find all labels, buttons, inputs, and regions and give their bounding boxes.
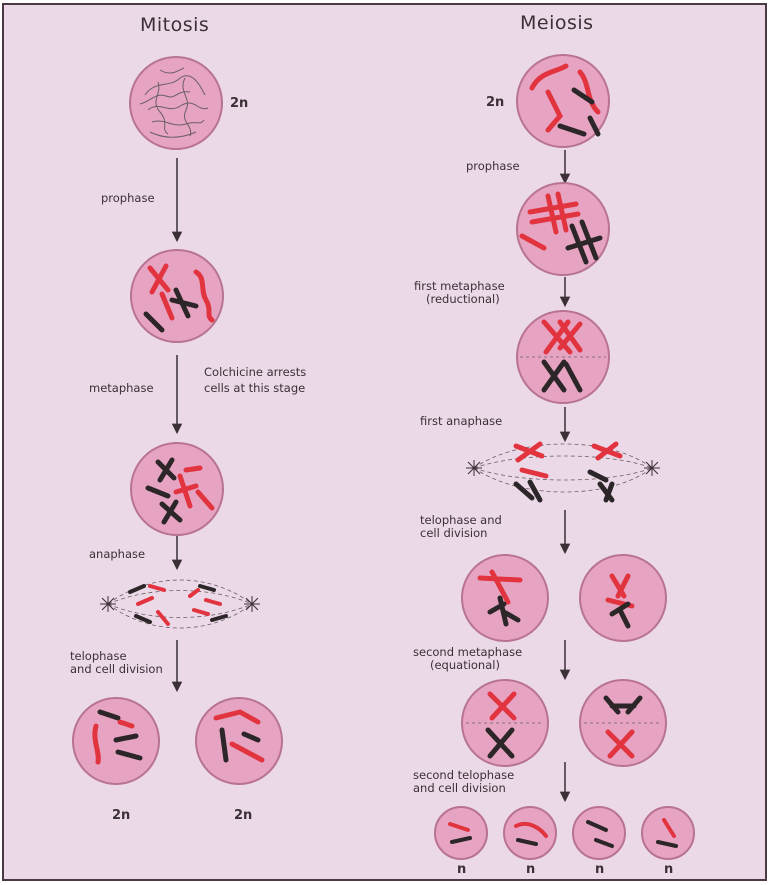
meiosis-gamete-ploidy-4: n [664, 862, 673, 877]
mitosis-telophase-label-2: and cell division [70, 663, 163, 676]
meiosis-second-telophase-label-2: and cell division [413, 782, 506, 795]
meiosis-telophase-label-2: cell division [420, 527, 487, 540]
meiosis-start-ploidy: 2n [486, 95, 504, 110]
mitosis-daughter-ploidy-1: 2n [112, 808, 130, 823]
mitosis-metaphase-label: metaphase [89, 382, 154, 395]
mitosis-daughter-cell-1 [73, 698, 159, 784]
mitosis-anaphase-label: anaphase [89, 548, 145, 561]
mitosis-anaphase-spindle [100, 580, 260, 628]
meiosis-first-anaphase-label: first anaphase [420, 415, 502, 428]
meiosis-gamete-1 [435, 807, 487, 859]
meiosis-title: Meiosis [520, 12, 594, 34]
meiosis-first-metaphase-cell [517, 311, 609, 403]
meiosis-gamete-ploidy-3: n [595, 862, 604, 877]
mitosis-daughter-cell-2 [196, 698, 282, 784]
meiosis-start-cell [517, 55, 609, 147]
meiosis-first-anaphase-spindle [466, 444, 660, 500]
meiosis-gamete-2 [504, 807, 556, 859]
mitosis-start-ploidy: 2n [230, 96, 248, 111]
meiosis-prophase-label: prophase [466, 160, 520, 173]
mitosis-prophase-cell [131, 250, 223, 342]
meiosis-gamete-4 [642, 807, 694, 859]
mitosis-interphase-cell [130, 57, 222, 149]
meiosis-gamete-ploidy-1: n [457, 862, 466, 877]
meiosis-first-metaphase-sub: (reductional) [426, 293, 500, 306]
mitosis-metaphase-cell [131, 443, 223, 535]
colchicine-note-line1: Colchicine arrests [204, 366, 306, 379]
meiosis-prophase-cell [517, 183, 609, 275]
meiosis-gamete-ploidy-2: n [526, 862, 535, 877]
colchicine-note-line2: cells at this stage [204, 382, 305, 395]
meiosis-second-metaphase-cell-1 [462, 680, 548, 766]
mitosis-daughter-ploidy-2: 2n [234, 808, 252, 823]
meiosis-gamete-3 [573, 807, 625, 859]
meiosis-second-metaphase-sub: (equational) [430, 659, 500, 672]
mitosis-title: Mitosis [140, 14, 209, 36]
mitosis-prophase-label: prophase [101, 192, 155, 205]
meiosis-second-metaphase-cell-2 [580, 680, 666, 766]
meiosis-telophase1-cell-2 [580, 555, 666, 641]
meiosis-telophase1-cell-1 [462, 555, 548, 641]
